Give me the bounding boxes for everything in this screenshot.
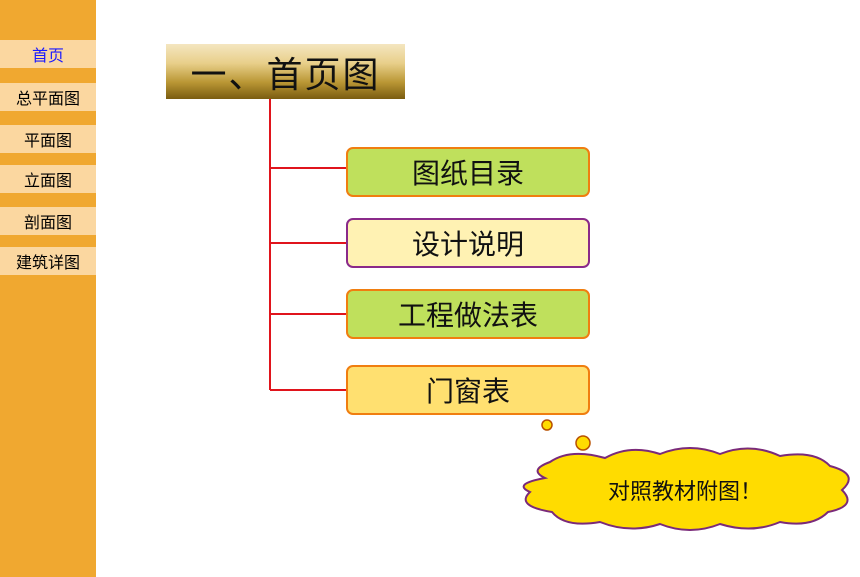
sidebar-item-detail[interactable]: 建筑详图 <box>0 247 96 275</box>
sidebar-item-site-plan[interactable]: 总平面图 <box>0 83 96 111</box>
page-title: 一、首页图 <box>166 44 405 99</box>
callout-text: 对照教材附图！ <box>607 480 762 505</box>
sidebar: 首页 总平面图 平面图 立面图 剖面图 建筑详图 <box>0 0 96 577</box>
menu-construction-methods[interactable]: 工程做法表 <box>346 289 590 339</box>
menu-door-window-schedule[interactable]: 门窗表 <box>346 365 590 415</box>
cloud-shape <box>522 447 850 531</box>
menu-drawing-index[interactable]: 图纸目录 <box>346 147 590 197</box>
bubble-dot-large <box>575 435 591 451</box>
menu-design-notes[interactable]: 设计说明 <box>346 218 590 268</box>
sidebar-item-floor-plan[interactable]: 平面图 <box>0 125 96 153</box>
sidebar-item-home[interactable]: 首页 <box>0 40 96 68</box>
bubble-dot-medium <box>541 419 553 431</box>
sidebar-item-section[interactable]: 剖面图 <box>0 207 96 235</box>
sidebar-item-elevation[interactable]: 立面图 <box>0 165 96 193</box>
